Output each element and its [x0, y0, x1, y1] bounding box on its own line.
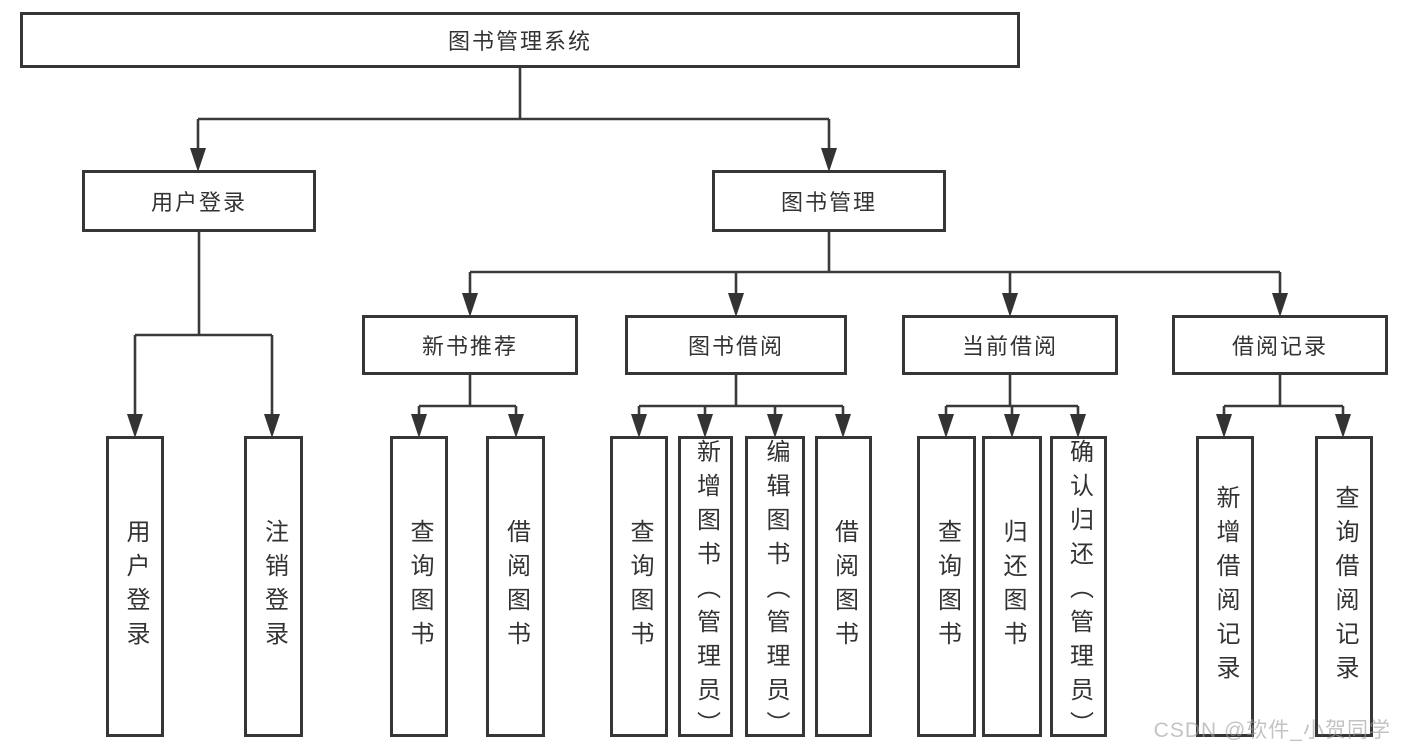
- leaf-current-query: 查询图书: [917, 436, 976, 737]
- node-current-borrow: 当前借阅: [902, 315, 1118, 375]
- leaf-record-query: 查询借阅记录: [1315, 436, 1373, 737]
- node-book-borrow: 图书借阅: [625, 315, 847, 375]
- leaf-newbook-borrow-label: 借阅图书: [502, 518, 530, 655]
- leaf-current-confirm-admin-label: 确认归还（管理员）: [1065, 439, 1093, 745]
- leaf-record-add: 新增借阅记录: [1196, 436, 1254, 737]
- leaf-current-confirm-admin: 确认归还（管理员）: [1050, 436, 1107, 745]
- node-user-login-label: 用户登录: [150, 190, 247, 215]
- node-book-borrow-label: 图书借阅: [687, 334, 784, 359]
- leaf-borrow-query-label: 查询图书: [626, 518, 653, 655]
- leaf-borrow-add-admin: 新增图书（管理员）: [678, 436, 733, 745]
- leaf-borrow-query: 查询图书: [610, 436, 668, 737]
- node-new-book-recommend-label: 新书推荐: [421, 334, 518, 359]
- node-new-book-recommend: 新书推荐: [362, 315, 578, 375]
- leaf-current-return-label: 归还图书: [999, 518, 1026, 655]
- node-borrow-record-label: 借阅记录: [1231, 334, 1328, 359]
- leaf-newbook-query: 查询图书: [390, 436, 448, 737]
- leaf-record-query-label: 查询借阅记录: [1331, 484, 1358, 689]
- arrowheads: [127, 148, 1351, 438]
- leaf-borrow-add-admin-label: 新增图书（管理员）: [692, 439, 720, 745]
- leaf-borrow-edit-admin: 编辑图书（管理员）: [745, 436, 805, 745]
- node-book-management-label: 图书管理: [780, 190, 877, 215]
- leaf-newbook-query-label: 查询图书: [406, 518, 433, 655]
- node-user-login: 用户登录: [82, 170, 316, 232]
- leaf-user-login: 用户登录: [106, 436, 164, 737]
- leaf-current-return: 归还图书: [982, 436, 1042, 737]
- leaf-borrow-borrow-label: 借阅图书: [830, 518, 858, 655]
- leaf-logout-label: 注销登录: [260, 518, 288, 655]
- leaf-record-add-label: 新增借阅记录: [1212, 484, 1239, 689]
- leaf-borrow-edit-admin-label: 编辑图书（管理员）: [762, 439, 789, 745]
- node-library-system: 图书管理系统: [20, 12, 1020, 68]
- leaf-logout: 注销登录: [244, 436, 303, 737]
- connector-paths: [133, 66, 1345, 418]
- leaf-user-login-label: 用户登录: [122, 518, 149, 655]
- leaf-borrow-borrow: 借阅图书: [815, 436, 872, 737]
- node-current-borrow-label: 当前借阅: [961, 334, 1058, 359]
- node-book-management: 图书管理: [712, 170, 946, 232]
- node-borrow-record: 借阅记录: [1172, 315, 1388, 375]
- leaf-newbook-borrow: 借阅图书: [486, 436, 545, 737]
- watermark: CSDN @软件_小贺同学: [1153, 719, 1391, 742]
- leaf-current-query-label: 查询图书: [933, 518, 961, 655]
- node-library-system-label: 图书管理系统: [447, 29, 592, 54]
